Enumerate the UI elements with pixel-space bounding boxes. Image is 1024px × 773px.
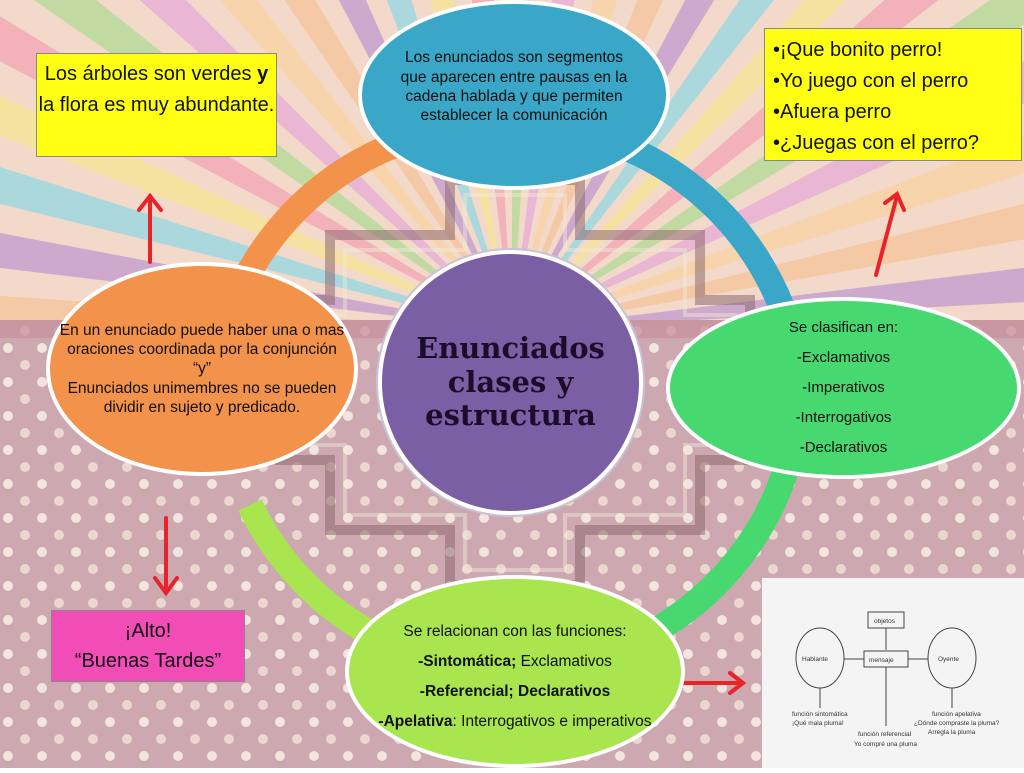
structure-node: En un enunciado puede haber una o mas or… (46, 262, 358, 476)
definition-text: Los enunciados son segmentos que aparece… (400, 49, 628, 125)
function-label: -Referencial; (419, 682, 514, 700)
symptomatic-function-label: función sintomática (792, 711, 848, 718)
functions-node: Se relacionan con las funciones: -Sintom… (345, 575, 685, 768)
classification-line-2: -Exclamativos (796, 349, 891, 366)
unimembre-example-1: ¡Alto! (124, 620, 172, 642)
list-item: Yo juego con el perro (773, 66, 1013, 97)
background-ray (512, 135, 1024, 330)
coordination-example-box: Los árboles son verdes y la flora es muy… (36, 53, 277, 157)
classification-examples-box: ¡Que bonito perro! Yo juego con el perro… (764, 28, 1022, 161)
function-row-referencial: -Referencial; Declarativos (420, 677, 610, 707)
example-text-before: Los árboles son verdes (44, 63, 258, 85)
unimembre-examples-box: ¡Alto! “Buenas Tardes” (51, 610, 245, 682)
list-item: ¿Juegas con el perro? (773, 128, 1013, 159)
communication-diagram: objetos Hablante mensaje Oyente función … (792, 611, 1000, 748)
classification-node: Se clasifican en: -Exclamativos -Imperat… (666, 297, 1021, 479)
function-value: : Interrogativos e imperativos (452, 712, 652, 730)
definition-node: Los enunciados son segmentos que aparece… (358, 0, 670, 190)
communication-functions-figure: objetos Hablante mensaje Oyente función … (762, 578, 1024, 768)
appellative-example-1: ¿Dónde compraste la pluma? (914, 720, 1000, 727)
example-text-after: la flora es muy abundante. (38, 94, 275, 116)
function-row-sintomatica: -Sintomática; Exclamativos (418, 647, 612, 677)
listener-label: Oyente (938, 656, 959, 663)
classification-line-1: Se clasifican en: (788, 319, 899, 336)
classification-line-3: -Imperativos (802, 379, 885, 396)
center-title-line-2: clases y (447, 364, 574, 399)
list-item: Afuera perro (773, 97, 1013, 128)
message-label: mensaje (869, 657, 894, 664)
appellative-example-2: Arregla la pluma (928, 729, 976, 736)
center-title-line-3: estructura (425, 398, 596, 433)
center-topic-circle: Enunciados clases y estructura (378, 250, 643, 515)
speaker-label: Hablante (802, 656, 828, 663)
classification-line-5: -Declarativos (799, 439, 888, 456)
structure-paragraph-1: En un enunciado puede haber una o mas or… (59, 321, 345, 378)
referential-example: Yo compré una pluma (854, 741, 917, 748)
referential-function-label: función referencial (858, 731, 912, 738)
function-label: -Sintomática; (418, 652, 517, 670)
symptomatic-example: ¡Qué mala pluma! (792, 720, 844, 727)
objects-label: objetos (874, 618, 896, 625)
classification-line-4: -Interrogativos (795, 409, 892, 426)
structure-paragraph-2: Enunciados unimembres no se pueden divid… (67, 379, 337, 417)
function-row-apelativa: -Apelativa: Interrogativos e imperativos (378, 707, 651, 737)
list-item: ¡Que bonito perro! (773, 35, 1013, 66)
function-value: Exclamativos (516, 652, 612, 670)
function-label: -Apelativa (378, 712, 453, 730)
examples-list: ¡Que bonito perro! Yo juego con el perro… (773, 35, 1013, 159)
example-conjunction: y (257, 63, 269, 85)
functions-intro: Se relacionan con las funciones: (403, 622, 627, 640)
unimembre-example-2: “Buenas Tardes” (74, 650, 222, 672)
center-title-line-1: Enunciados (416, 331, 605, 366)
background-ray (512, 203, 1024, 330)
appellative-function-label: función apelativa (932, 711, 981, 718)
function-value: Declarativos (513, 682, 611, 700)
